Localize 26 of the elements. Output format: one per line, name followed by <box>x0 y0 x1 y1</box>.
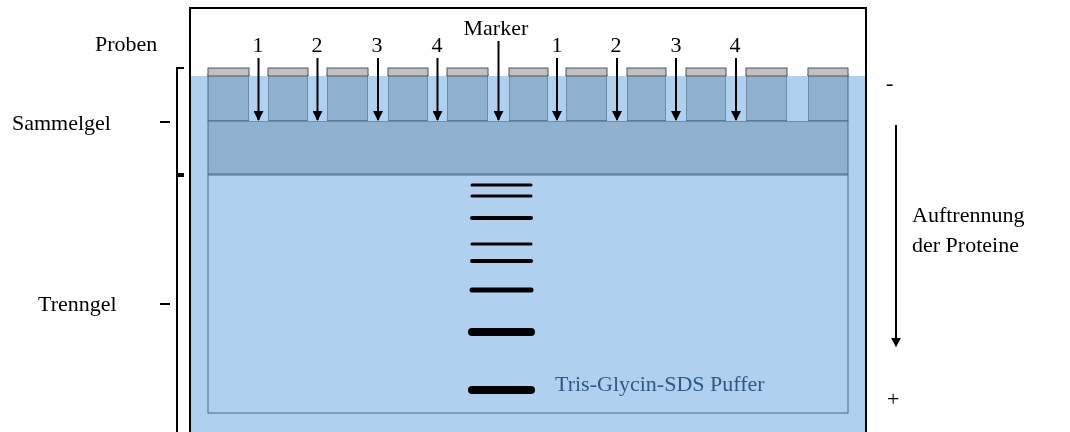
gel-label: Sammelgel <box>12 112 111 134</box>
gel-label: Trenngel <box>38 293 117 315</box>
lane-label: 2 <box>610 34 622 56</box>
arrow <box>493 40 504 121</box>
arrow <box>612 57 622 121</box>
lane-label: 3 <box>371 34 383 56</box>
arrow <box>373 57 383 121</box>
lane-label: 1 <box>252 34 264 56</box>
arrow <box>312 57 323 121</box>
lane-label: 4 <box>729 34 741 56</box>
lane-label: 3 <box>670 34 682 56</box>
lane-label: 4 <box>431 34 443 56</box>
sample-well <box>787 76 808 121</box>
arrow <box>731 57 741 121</box>
pole-sign: - <box>886 72 894 94</box>
sample-label: Proben <box>95 33 158 55</box>
arrow <box>253 57 264 121</box>
buffer-label: Tris-Glycin-SDS Puffer <box>555 373 765 395</box>
arrow <box>552 57 562 121</box>
arrow <box>432 57 443 121</box>
pole-sign: + <box>887 388 900 410</box>
arrow <box>671 57 681 121</box>
lane-label: 1 <box>551 34 563 56</box>
lane-label: 2 <box>311 34 323 56</box>
direction-text: Auftrennung der Proteine <box>912 201 1026 259</box>
lane-label: Marker <box>463 17 529 39</box>
